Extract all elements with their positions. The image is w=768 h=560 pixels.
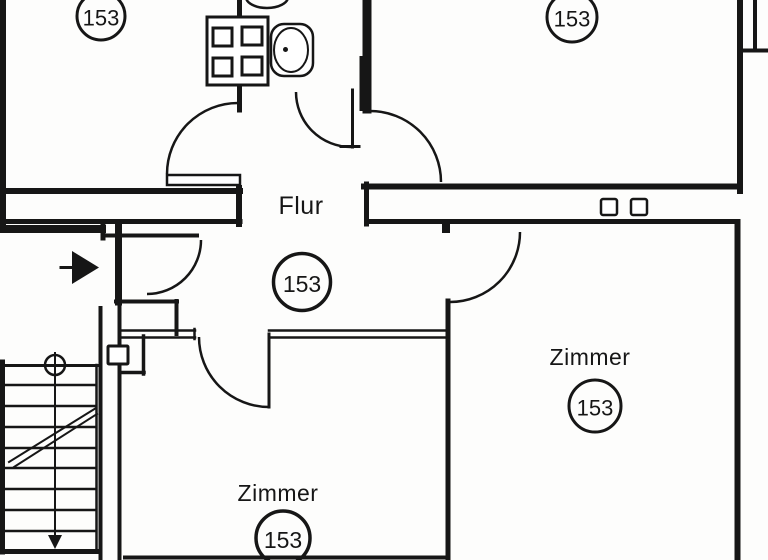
stair-direction-arrowhead <box>48 535 62 549</box>
stove-burner <box>211 56 234 78</box>
room-number-circle-top-left <box>75 0 127 42</box>
room-number-bottom: 153 <box>264 527 302 553</box>
stove-burner <box>240 55 264 77</box>
hall-label: Flur <box>278 192 323 220</box>
door-hinge-post <box>442 219 450 233</box>
room-number-circle-top-right <box>545 0 599 44</box>
door-arc-mid-room <box>197 336 270 409</box>
door-arc-right-room <box>449 231 522 304</box>
floor-plan-labels: 153 153 Flur 153 Zimmer 153 Zimmer 153 <box>75 0 631 560</box>
room-number-circle-bottom <box>254 509 312 560</box>
room-number-circle-right <box>567 378 623 434</box>
entrance-arrow-icon <box>72 251 99 284</box>
door-arc-top-right-room <box>369 109 443 183</box>
room-number-top-right: 153 <box>554 7 591 32</box>
room-number-top-left: 153 <box>83 6 120 31</box>
stove-burner <box>240 25 264 47</box>
sink-drain-dot <box>283 47 288 52</box>
stair-break-line-a <box>7 406 98 464</box>
room-number-circle-hall <box>271 251 333 313</box>
sink-icon <box>269 22 315 78</box>
stove-burner <box>211 26 234 48</box>
sink-basin <box>273 27 309 73</box>
stair-start-circle <box>43 353 67 377</box>
room-label-right: Zimmer <box>550 344 631 370</box>
door-arc-entrance <box>146 239 203 296</box>
door-leaf-top-left-room <box>165 173 242 187</box>
door-arc-top-left-room <box>165 101 239 175</box>
door-arc-bath <box>294 91 352 149</box>
room-number-hall: 153 <box>283 271 321 297</box>
wall-box-1 <box>599 197 619 217</box>
small-wall-box <box>106 344 130 366</box>
basin-top-partial <box>245 0 289 10</box>
room-label-bottom: Zimmer <box>238 480 319 506</box>
wall-box-2 <box>629 197 649 217</box>
room-number-right: 153 <box>577 396 614 421</box>
